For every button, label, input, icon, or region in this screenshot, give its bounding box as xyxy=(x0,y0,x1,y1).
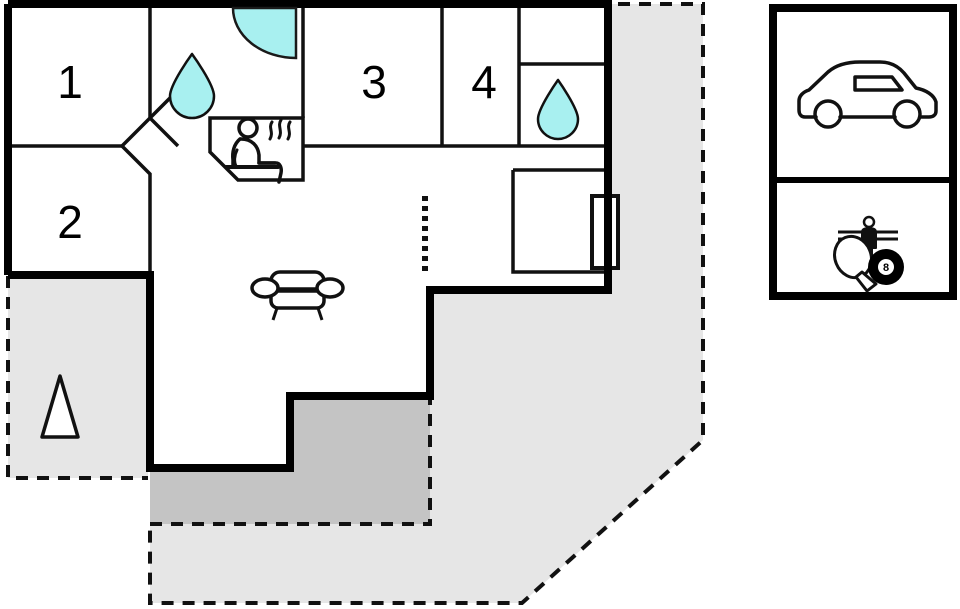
sofa-arm-left xyxy=(250,277,280,299)
shower-quarter-circle xyxy=(231,6,298,60)
exterior-wall-path xyxy=(8,0,612,472)
sofa-icon xyxy=(250,270,345,321)
plot-area-left-garden xyxy=(8,276,148,478)
exterior-walls xyxy=(4,0,612,472)
room-number-3: 3 xyxy=(361,56,387,108)
car-wheel-rear xyxy=(892,99,922,129)
sofa-seat xyxy=(269,289,326,310)
sauna-heat-wave-2 xyxy=(277,118,283,140)
eight-ball-disc xyxy=(878,259,894,275)
terrace-dash xyxy=(150,396,432,526)
plot-dash-left xyxy=(6,276,148,480)
wall-utility-room xyxy=(511,170,608,274)
room-number-1: 1 xyxy=(57,56,83,108)
sauna-heat-wave-1 xyxy=(268,120,274,141)
room-number-2: 2 xyxy=(57,196,83,248)
wall-bed2-corner xyxy=(120,144,152,275)
house-interior-fill xyxy=(8,4,608,468)
sofa-leg-left xyxy=(271,307,279,321)
room-number-4: 4 xyxy=(471,56,497,108)
plot-boundary-dashed xyxy=(6,2,705,605)
room-numbers: 1 2 3 4 xyxy=(57,56,497,248)
plot-dash-right xyxy=(148,2,705,605)
car-wheel-front xyxy=(813,99,843,129)
sauna-person-head xyxy=(237,117,259,139)
water-drop-icon xyxy=(168,52,216,120)
wall-sauna-room xyxy=(208,116,305,182)
paddle-handle xyxy=(854,270,878,293)
sauna-heat-wave-3 xyxy=(286,120,292,141)
parasol-triangle xyxy=(40,374,80,439)
house-body xyxy=(8,4,608,468)
eight-ball-number: 8 xyxy=(883,262,889,274)
car-window xyxy=(853,75,904,92)
car-icon xyxy=(797,60,938,129)
sauna-person-leg xyxy=(257,161,283,184)
sofa-leg-right xyxy=(316,307,324,321)
sauna-person-back xyxy=(231,137,242,168)
shower-icon xyxy=(231,6,298,60)
table-tennis-icon xyxy=(833,234,878,293)
sauna-icon xyxy=(224,117,292,184)
games-room-icons: 8 xyxy=(833,215,904,293)
plot-area-right xyxy=(150,4,703,603)
water-drop-shape-1 xyxy=(168,52,216,120)
foosball-player-body xyxy=(861,227,877,257)
foosball-player-head xyxy=(862,215,876,229)
sauna-person-torso xyxy=(239,137,277,165)
parasol-icon xyxy=(40,374,80,439)
sauna-person-arm xyxy=(233,148,239,168)
sofa-arm-right xyxy=(315,277,345,299)
interior-walls xyxy=(8,4,608,275)
water-drop-icon xyxy=(536,78,580,141)
billiard-eight-ball-icon: 8 xyxy=(868,249,904,285)
water-drop-shape-2 xyxy=(536,78,580,141)
